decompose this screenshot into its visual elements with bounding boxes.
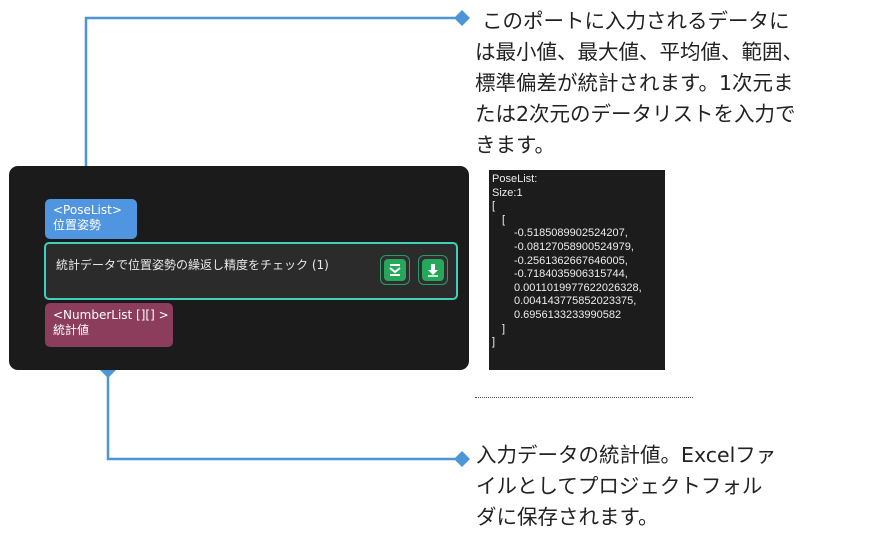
output-port-type: <NumberList [][] >	[53, 308, 169, 322]
callout-top-line: このポートに入力されるデータに	[482, 9, 790, 33]
bottom-connector-line	[106, 370, 455, 461]
callout-top-line: きます。	[475, 133, 555, 157]
top-connector-line	[84, 16, 455, 184]
callout-top-line: 標準偏差が統計されます。1次元ま	[475, 71, 794, 95]
data-line: -0.2561362667646005,	[514, 254, 628, 267]
data-line: Size:1	[492, 186, 523, 199]
callout-bottom-line: イルとしてプロジェクトフォル	[476, 474, 763, 498]
collapse-icon	[389, 264, 401, 276]
data-line: ]	[502, 322, 506, 335]
output-port-number-list[interactable]: <NumberList [][] > 統計値	[45, 303, 173, 347]
data-line: ]	[492, 336, 496, 349]
callout-bottom-line: 入力データの統計値。Excelファ	[476, 443, 777, 467]
input-port-pose-list[interactable]: <PoseList> 位置姿勢	[45, 199, 137, 239]
callout-bottom-line: ダに保存されます。	[476, 505, 659, 529]
data-line: -0.08127058900524979,	[514, 240, 634, 253]
data-preview-panel: PoseList: Size:1 [ [ -0.5185089902524207…	[489, 170, 665, 370]
dotted-divider	[475, 397, 693, 398]
callout-top-line: は最小値、最大値、平均値、範囲、	[475, 40, 803, 64]
top-connector-diamond-end	[454, 10, 470, 26]
callout-top-line: たは2次元のデータリストを入力で	[475, 102, 796, 126]
collapse-button[interactable]	[380, 255, 410, 285]
input-port-type: <PoseList>	[53, 203, 122, 217]
callout-bottom: 入力データの統計値。Excelファ イルとしてプロジェクトフォル ダに保存されま…	[476, 440, 776, 533]
callout-top: このポートに入力されるデータに は最小値、最大値、平均値、範囲、 標準偏差が統計…	[475, 6, 803, 161]
data-line: [	[502, 213, 506, 226]
data-line: -0.7184035906315744,	[514, 268, 628, 281]
data-line: 0.0011019977622026328,	[514, 281, 642, 294]
data-line: PoseList:	[492, 173, 538, 185]
input-port-name: 位置姿勢	[53, 218, 102, 232]
bottom-connector-diamond-end	[454, 451, 470, 467]
output-port-name: 統計値	[53, 323, 90, 337]
data-line: 0.004143775852023375,	[514, 295, 637, 308]
download-button[interactable]	[418, 255, 448, 285]
data-line: 0.6956133233990582	[514, 308, 622, 321]
download-icon	[428, 264, 438, 277]
step-node-title: 統計データで位置姿勢の繰返し精度をチェック (1)	[56, 258, 329, 272]
step-node[interactable]: 統計データで位置姿勢の繰返し精度をチェック (1)	[44, 242, 458, 300]
data-line: [	[492, 200, 496, 213]
data-line: -0.5185089902524207,	[514, 227, 628, 240]
